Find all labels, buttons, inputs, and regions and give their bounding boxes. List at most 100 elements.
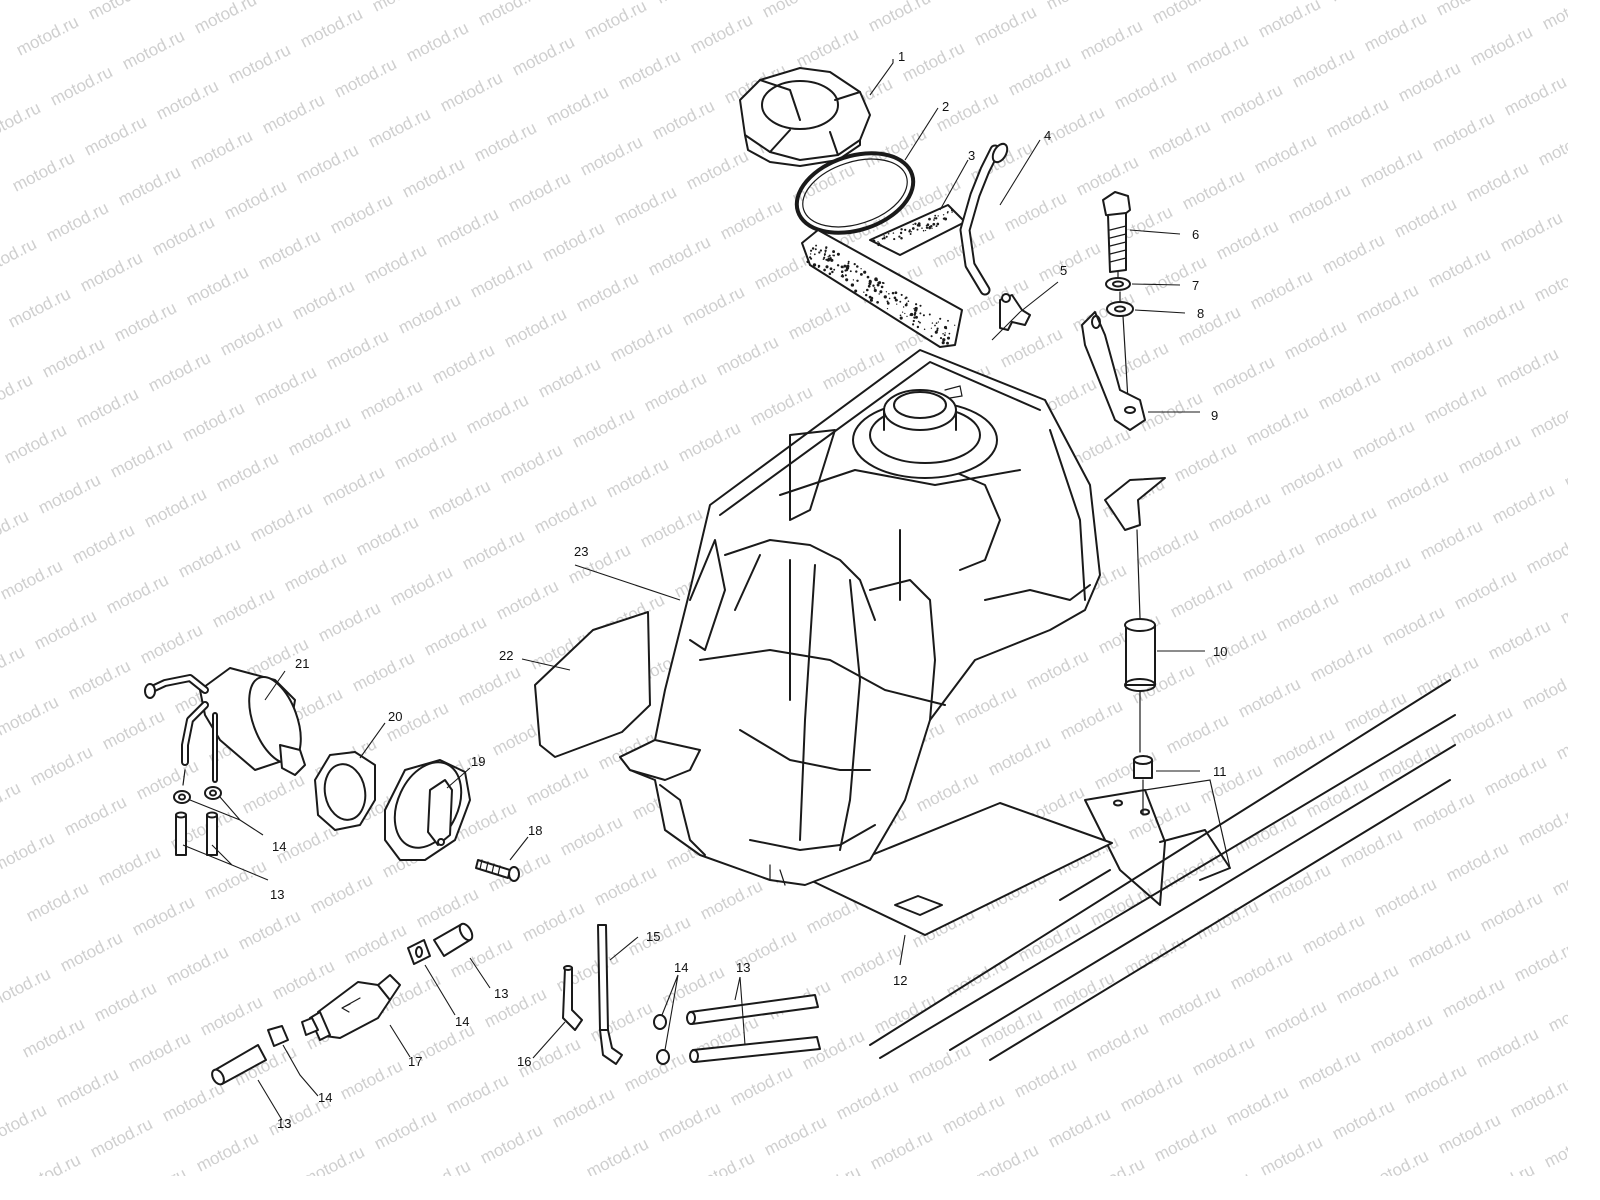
foam-speckle — [886, 302, 890, 305]
foam-speckle — [893, 238, 896, 241]
foam-speckle — [925, 225, 928, 227]
foam-speckle — [815, 244, 818, 247]
foam-speckle — [891, 291, 895, 295]
foam-speckle — [869, 298, 873, 302]
foam-speckle — [829, 257, 832, 260]
watermark-text: motod.ru — [1363, 1146, 1431, 1176]
foam-speckle — [844, 274, 847, 277]
foam-speckle — [823, 253, 826, 256]
watermark-text: motod.ru — [505, 168, 573, 215]
part-13-hose-center-b — [689, 1036, 821, 1063]
foam-speckle — [925, 229, 927, 232]
foam-speckle — [939, 317, 942, 320]
watermark-text: motod.ru — [1035, 238, 1103, 285]
watermark-text: motod.ru — [1549, 852, 1568, 899]
watermark-text: motod.ru — [1455, 430, 1523, 477]
foam-speckle — [813, 253, 816, 256]
callout-19: 19 — [471, 754, 485, 769]
foam-speckle — [810, 257, 813, 260]
foam-speckle — [935, 225, 938, 228]
foam-speckle — [914, 308, 918, 312]
watermark-text: motod.ru — [5, 284, 73, 331]
callout-22: 22 — [499, 648, 513, 663]
foam-speckle — [921, 227, 923, 229]
watermark-text: motod.ru — [289, 276, 357, 323]
foam-speckle — [877, 281, 880, 284]
callout-17: 17 — [408, 1054, 422, 1069]
watermark-text: motod.ru — [61, 792, 129, 839]
foam-speckle — [946, 211, 949, 214]
watermark-text: motod.ru — [973, 1140, 1041, 1176]
foam-speckle — [872, 284, 875, 287]
watermark-text: motod.ru — [689, 1148, 757, 1176]
watermark-text: motod.ru — [1535, 122, 1568, 169]
watermark-text: motod.ru — [73, 384, 141, 431]
watermark-text: motod.ru — [1459, 294, 1527, 341]
watermark-text: motod.ru — [225, 40, 293, 87]
watermark-text: motod.ru — [1553, 716, 1568, 763]
part-14-clamp-filter-outlet — [407, 939, 431, 965]
watermark-text: motod.ru — [395, 290, 463, 337]
watermark-text: motod.ru — [269, 956, 337, 1003]
watermark-text: motod.ru — [1557, 580, 1568, 627]
callout-18: 18 — [528, 823, 542, 838]
foam-speckle — [904, 303, 908, 307]
foam-speckle — [836, 264, 840, 267]
foam-speckle — [847, 262, 850, 265]
chassis-frame — [869, 679, 1456, 1061]
foam-speckle — [825, 258, 828, 261]
foam-speckle — [917, 320, 920, 323]
foam-speckle — [942, 333, 944, 335]
part-21-fuel-pump — [144, 667, 306, 786]
callout-16: 16 — [517, 1054, 531, 1069]
watermark-text: motod.ru — [0, 1100, 50, 1147]
foam-speckle — [939, 337, 943, 340]
foam-speckle — [930, 327, 933, 329]
watermark-text: motod.ru — [759, 0, 827, 22]
watermark-text: motod.ru — [1383, 466, 1451, 513]
watermark-text: motod.ru — [191, 0, 259, 38]
foam-speckle — [831, 270, 834, 274]
foam-speckle — [845, 266, 850, 270]
watermark-text: motod.ru — [1043, 0, 1111, 14]
watermark-text: motod.ru — [57, 928, 125, 975]
watermark-text: motod.ru — [1209, 352, 1277, 399]
watermark-text: motod.ru — [1435, 1110, 1503, 1157]
foam-speckle — [915, 315, 918, 319]
watermark-text: motod.ru — [1443, 838, 1511, 885]
watermark-text: motod.ru — [1565, 308, 1568, 355]
watermark-text: motod.ru — [1371, 874, 1439, 921]
watermark-text: motod.ru — [501, 304, 569, 351]
foam-speckle — [863, 291, 865, 293]
watermark-text: motod.ru — [785, 296, 853, 343]
watermark-text: motod.ru — [1379, 602, 1447, 649]
callout-20: 20 — [388, 709, 402, 724]
watermark-text: motod.ru — [1023, 646, 1091, 693]
watermark-text: motod.ru — [583, 1134, 651, 1176]
foam-speckle — [828, 254, 831, 257]
watermark-text: motod.ru — [1265, 860, 1333, 907]
foam-speckle — [896, 299, 898, 301]
watermark-text: motod.ru — [1001, 188, 1069, 235]
watermark-text: motod.ru — [1473, 1024, 1541, 1071]
foam-speckle — [944, 217, 948, 221]
watermark-text: motod.ru — [319, 462, 387, 509]
frame-hole — [1113, 799, 1123, 807]
foam-speckle — [912, 323, 915, 326]
watermark-text: motod.ru — [163, 942, 231, 989]
foam-speckle — [936, 222, 940, 226]
watermark-text: motod.ru — [535, 354, 603, 401]
part-2-gasket — [794, 151, 916, 235]
foam-speckle — [856, 279, 859, 283]
foam-speckle — [919, 312, 922, 315]
watermark-text: motod.ru — [1467, 22, 1535, 69]
watermark-text: motod.ru — [341, 920, 409, 967]
watermark-text: motod.ru — [1145, 116, 1213, 163]
foam-speckle — [883, 236, 886, 240]
watermark-text: motod.ru — [717, 196, 785, 243]
watermark-text: motod.ru — [1073, 152, 1141, 199]
callout-5: 5 — [1060, 263, 1067, 278]
watermark-text: motod.ru — [1447, 702, 1515, 749]
foam-speckle — [899, 231, 903, 235]
watermark-text: motod.ru — [369, 0, 437, 16]
